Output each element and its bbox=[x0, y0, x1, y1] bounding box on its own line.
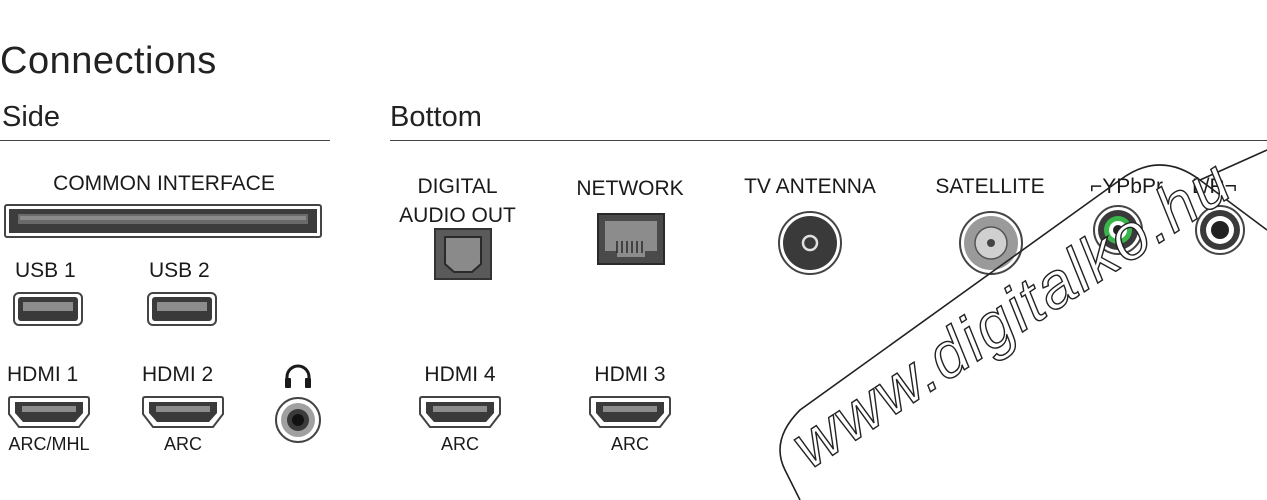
hdmi4-label: HDMI 4 bbox=[424, 363, 496, 386]
side-divider bbox=[0, 140, 330, 141]
lr-audio-jack-icon bbox=[1195, 205, 1245, 255]
usb2-port-icon bbox=[147, 292, 217, 326]
watermark-text: www.digitalko.hu bbox=[778, 144, 1244, 481]
digital-audio-label-line2: AUDIO OUT bbox=[399, 204, 516, 227]
hdmi1-label: HDMI 1 bbox=[7, 363, 79, 386]
common-interface-label: COMMON INTERFACE bbox=[53, 172, 275, 195]
satellite-port-icon bbox=[959, 211, 1023, 275]
hdmi2-port-icon bbox=[142, 396, 224, 428]
hdmi2-sublabel: ARC bbox=[163, 434, 202, 454]
hdmi2-label: HDMI 2 bbox=[142, 363, 214, 386]
common-interface-slot-icon bbox=[4, 204, 322, 238]
usb1-label: USB 1 bbox=[15, 259, 76, 282]
side-heading: Side bbox=[2, 101, 61, 133]
satellite-label: SATELLITE bbox=[935, 175, 1045, 198]
lr-label: L/R¬ bbox=[1192, 175, 1237, 198]
tv-antenna-port-icon bbox=[778, 211, 842, 275]
ypbpr-jack-icon bbox=[1093, 205, 1143, 255]
hdmi4-port-icon bbox=[419, 396, 501, 428]
bottom-heading: Bottom bbox=[390, 101, 482, 133]
page-title: Connections bbox=[0, 40, 217, 82]
headphone-jack-icon bbox=[275, 397, 321, 443]
network-label: NETWORK bbox=[576, 177, 684, 200]
ethernet-port-icon bbox=[597, 213, 665, 265]
usb2-label: USB 2 bbox=[149, 259, 210, 282]
hdmi4-sublabel: ARC bbox=[440, 434, 479, 454]
usb1-port-icon bbox=[13, 292, 83, 326]
headphones-icon bbox=[285, 364, 311, 388]
hdmi1-port-icon bbox=[8, 396, 90, 428]
optical-audio-port-icon bbox=[434, 228, 492, 280]
ypbpr-label: ⌐YPbPr bbox=[1090, 175, 1163, 198]
hdmi1-sublabel: ARC/MHL bbox=[8, 434, 90, 454]
tv-antenna-label: TV ANTENNA bbox=[744, 175, 876, 198]
bottom-divider bbox=[390, 140, 1267, 141]
digital-audio-label-line1: DIGITAL bbox=[417, 175, 498, 198]
hdmi3-sublabel: ARC bbox=[610, 434, 649, 454]
hdmi3-label: HDMI 3 bbox=[594, 363, 666, 386]
hdmi3-port-icon bbox=[589, 396, 671, 428]
